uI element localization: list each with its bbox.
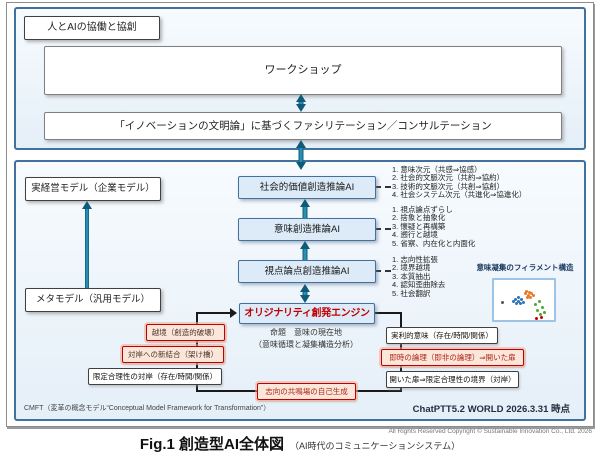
list-item: 4. 認知歪曲除去 — [392, 280, 446, 290]
list-item: 4. 遡行と越境 — [392, 230, 438, 240]
engine-caption-line1: 命題 意味の現在地 — [270, 328, 342, 337]
scatter-dot — [536, 309, 539, 312]
arrow-sections-link — [298, 146, 304, 164]
filament-scatter-thumbnail — [492, 278, 556, 322]
scatter-dot — [532, 294, 535, 297]
arrowhead-up-icon — [82, 201, 92, 209]
scatter-dot — [517, 296, 520, 299]
scatter-dot — [512, 300, 515, 303]
arrowhead-up-icon — [300, 199, 310, 207]
scatter-dot — [526, 296, 529, 299]
workshop-box: ワークショップ — [44, 46, 562, 95]
version-stamp: ChatPTT5.2 WORLD 2026.3.31 時点 — [412, 404, 570, 415]
meaning-creation-ai-box: 意味創造推論AI — [238, 218, 376, 241]
list-item: 3. 本質抽出 — [392, 271, 431, 281]
scatter-dot — [501, 301, 504, 304]
dashed-connector — [375, 186, 391, 188]
cmft-note: CMFT（変革の概念モデル“Conceptual Model Framework… — [24, 405, 271, 412]
new-combination-box: 対岸への新結合（架け橋） — [122, 346, 224, 363]
list-item: 2. 捨象と抽象化 — [392, 213, 446, 223]
scatter-dot — [528, 291, 531, 294]
arrowhead-up-icon — [300, 241, 310, 249]
engine-caption-line2: （意味循環と凝集構造分析） — [254, 340, 358, 349]
arrowhead-down-icon — [296, 162, 306, 170]
originality-engine-box: オリジナリティ創発エンジン — [239, 303, 375, 324]
connector-line — [372, 312, 402, 314]
resonance-field-box: 志向の共鳴場の自己生成 — [257, 383, 356, 400]
arrowhead-down-icon — [300, 295, 310, 303]
arrowhead-up-icon — [300, 284, 310, 292]
meaning-methods-list: 1. 視点論点ずらし 2. 捨象と抽象化 3. 懐疑と再構築 4. 遡行と越境 … — [392, 205, 476, 248]
connector-line — [196, 312, 232, 314]
scatter-dot — [525, 290, 528, 293]
scatter-dot — [514, 298, 517, 301]
viewpoint-ai-box: 視点論点創造推論AI — [238, 260, 376, 283]
scatter-dot — [539, 313, 542, 316]
scatter-dot — [541, 306, 544, 309]
arrowhead-right-icon — [230, 308, 242, 318]
scatter-dot — [529, 296, 532, 299]
list-item: 3. 技術的文脈次元（共創⇒協創） — [392, 181, 505, 191]
list-item: 4. 社会システム次元（共進化⇒協進化） — [392, 190, 527, 200]
list-item: 1. 意味次元（共感⇒協感） — [392, 165, 482, 174]
instant-logic-box: 即時の論理（即非の論理）⇒開いた扉 — [381, 349, 524, 366]
practical-meaning-box: 実利的意味（存在/時間/関係） — [386, 327, 498, 344]
arrow-workshop-facilitation — [298, 100, 304, 106]
scatter-dot — [535, 317, 538, 320]
scatter-dot — [538, 300, 541, 303]
arrow-viewpoint-to-meaning — [302, 247, 308, 260]
list-item: 3. 懐疑と再構築 — [392, 221, 446, 231]
bounded-rationality-box: 限定合理性の対岸（存在/時間/関係） — [88, 368, 222, 385]
list-item: 2. 社会的文脈次元（共約⇒協約） — [392, 173, 505, 183]
arrowhead-up-icon — [296, 140, 306, 148]
list-item: 5. 省察、内在化と内面化 — [392, 238, 476, 248]
list-item: 1. 視点論点ずらし — [392, 205, 453, 214]
human-ai-collaboration-label: 人とAIの協働と協創 — [24, 16, 160, 40]
arrowhead-down-icon — [296, 104, 306, 112]
arrow-meta-to-real-model — [85, 209, 89, 288]
social-value-ai-box: 社会的価値創造推論AI — [238, 176, 376, 199]
scatter-dot — [519, 302, 522, 305]
border-crossing-box: 越境（創造的破壊） — [146, 324, 225, 341]
scatter-dot — [534, 303, 537, 306]
arrow-meaning-to-social — [302, 205, 308, 218]
meta-model-label: メタモデル（汎用モデル） — [25, 288, 161, 312]
scatter-dot — [515, 302, 518, 305]
dashed-connector — [375, 228, 391, 230]
facilitation-box: 「イノベーションの文明論」に基づくファシリテーション／コンサルテーション — [44, 112, 562, 140]
arrow-engine-viewpoint — [302, 290, 308, 297]
scatter-dot — [527, 294, 530, 297]
open-door-box: 開いた扉⇒限定合理性の境界（対岸） — [386, 371, 519, 388]
scatter-dot — [517, 300, 520, 303]
social-value-dimension-list: 1. 意味次元（共感⇒協感） 2. 社会的文脈次元（共約⇒協約） 3. 技術的文… — [392, 165, 527, 200]
connector-line — [353, 390, 402, 392]
scatter-dot — [540, 316, 543, 319]
copyright-text: All Rights Reserved Copyright © Sustaina… — [388, 428, 592, 435]
scatter-dot — [524, 292, 527, 295]
figure-caption: Fig.1 創造型AI全体図 （AI時代のコミュニケーションシステム） — [0, 433, 600, 454]
dashed-connector — [375, 270, 391, 272]
viewpoint-methods-list: 1. 志向性拡張 2. 境界越境 3. 本質抽出 4. 認知歪曲除去 5. 社会… — [392, 255, 446, 298]
scatter-dot — [543, 311, 546, 314]
scatter-dot — [522, 301, 525, 304]
real-management-model-label: 実経営モデル（企業モデル） — [25, 177, 161, 201]
scatter-dot — [520, 298, 523, 301]
list-item: 2. 境界越境 — [392, 263, 431, 273]
filament-structure-label: 意味凝集のフィラメント構造 — [476, 263, 574, 272]
list-item: 1. 志向性拡張 — [392, 255, 438, 264]
list-item: 5. 社会翻訳 — [392, 288, 431, 298]
connector-line — [196, 390, 258, 392]
arrowhead-up-icon — [296, 94, 306, 102]
figure-title: Fig.1 創造型AI全体図 — [139, 436, 285, 453]
scatter-dot — [530, 292, 533, 295]
figure-subtitle: （AI時代のコミュニケーションシステム） — [290, 441, 461, 451]
